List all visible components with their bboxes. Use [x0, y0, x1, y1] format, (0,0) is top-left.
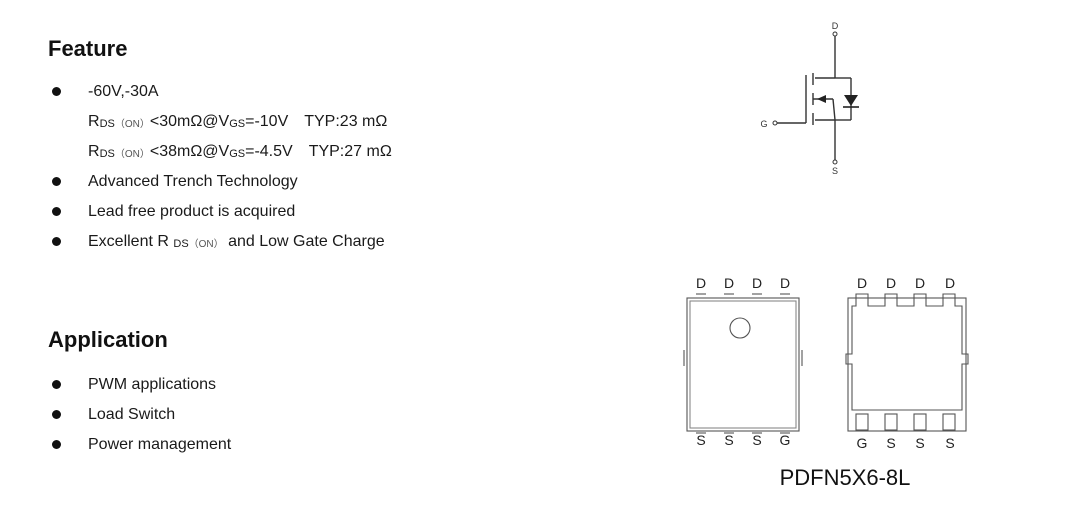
pin-label: D: [915, 275, 925, 291]
application-load-switch: Load Switch: [88, 406, 176, 423]
pin-label: D: [752, 275, 762, 291]
pin-label: D: [945, 275, 955, 291]
source-label: S: [832, 166, 838, 176]
pin-label: D: [886, 275, 896, 291]
pin-label: D: [857, 275, 867, 291]
feature-voltage-current: -60V,-30A: [88, 83, 159, 100]
bullet-icon: [52, 380, 61, 389]
feature-trench-technology: Advanced Trench Technology: [88, 173, 298, 190]
pin-label: D: [696, 275, 706, 291]
pin-label: G: [857, 435, 868, 451]
pin-label: S: [886, 435, 895, 451]
application-power-management: Power management: [88, 436, 232, 453]
bullet-icon: [52, 207, 61, 216]
bullet-icon: [52, 87, 61, 96]
pin-label: D: [780, 275, 790, 291]
feature-excellent-rdson: Excellent R DS（ON） and Low Gate Charge: [88, 233, 385, 250]
bullet-icon: [52, 177, 61, 186]
pin-label: G: [780, 432, 791, 448]
package-top-view: D D D D S S S G: [683, 275, 803, 448]
pin-label: S: [696, 432, 705, 448]
bullet-icon: [52, 440, 61, 449]
package-bottom-view: D D D D G S S S: [845, 275, 969, 451]
feature-lead-free: Lead free product is acquired: [88, 203, 296, 220]
drain-label: D: [832, 21, 839, 31]
feature-heading: Feature: [48, 36, 128, 61]
bullet-icon: [52, 237, 61, 246]
bullet-icon: [52, 410, 61, 419]
pin-label: D: [724, 275, 734, 291]
package-name-label: PDFN5X6-8L: [779, 465, 911, 490]
gate-label: G: [760, 119, 767, 129]
mosfet-schematic: D S G: [760, 21, 859, 176]
application-pwm: PWM applications: [88, 376, 217, 393]
pin-label: S: [945, 435, 954, 451]
pin-label: S: [724, 432, 733, 448]
pin-label: S: [752, 432, 761, 448]
pin-label: S: [915, 435, 924, 451]
application-heading: Application: [48, 327, 168, 352]
